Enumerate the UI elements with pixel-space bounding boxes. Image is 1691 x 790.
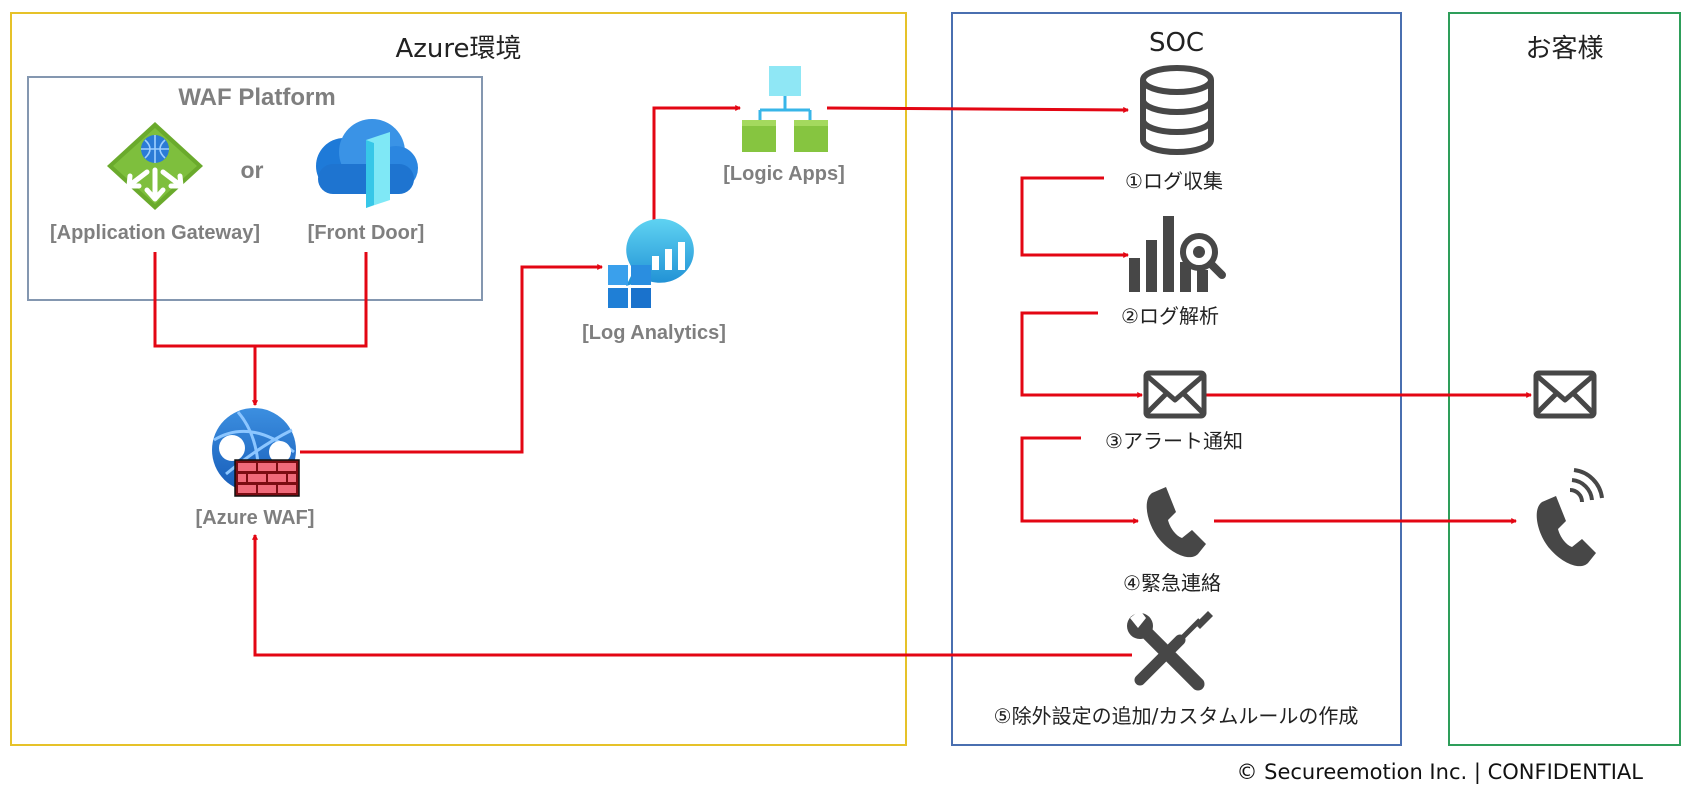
front-door-label: [Front Door] — [307, 222, 425, 244]
arrow-exclusion-to-waf — [255, 535, 1132, 657]
front-door-icon — [316, 119, 418, 208]
application-gateway-label: [Application Gateway] — [49, 222, 261, 244]
logic-apps-icon — [742, 66, 828, 152]
database-icon — [1140, 65, 1214, 155]
arrow-collect-to-analyze — [1020, 176, 1128, 255]
step-exclusion-label: ⑤除外設定の追加/カスタムルールの作成 — [993, 704, 1359, 728]
phone-icon — [1146, 487, 1206, 558]
arrow-analyze-to-alert — [1020, 311, 1142, 395]
step-emergency-label: ④緊急連絡 — [1123, 571, 1221, 595]
arrow-logic-apps-to-database — [826, 106, 1128, 110]
customer-title: お客様 — [1525, 34, 1604, 64]
waf-platform-region: WAF Platform — [27, 76, 483, 301]
mail-icon — [1143, 370, 1207, 419]
customer-phone-icon — [1536, 468, 1604, 567]
footer-confidential: © Secureemotion Inc. | CONFIDENTIAL — [1236, 760, 1643, 784]
logic-apps-label: [Logic Apps] — [723, 163, 845, 185]
customer-mail-icon — [1533, 370, 1597, 419]
arrow-alert-to-emergency — [1020, 436, 1138, 521]
log-analytics-label: [Log Analytics] — [582, 322, 726, 344]
azure-environment-title: Azure環境 — [395, 34, 522, 64]
arrow-app-gateway-to-waf — [153, 252, 255, 348]
step-collect-label: ①ログ収集 — [1125, 169, 1223, 193]
azure-waf-label: [Azure WAF] — [195, 507, 315, 529]
step-alert-label: ③アラート通知 — [1105, 429, 1243, 453]
arrow-waf-to-log-analytics — [300, 267, 602, 454]
arrow-log-analytics-to-logic-apps — [652, 108, 740, 222]
analytics-chart-icon — [1129, 216, 1226, 292]
customer-region: お客様 — [1448, 12, 1681, 746]
platform-or-text: or — [240, 157, 264, 183]
arrow-front-door-to-waf — [255, 252, 368, 405]
step-analyze-label: ②ログ解析 — [1121, 304, 1219, 328]
tools-icon — [1127, 610, 1213, 691]
azure-environment-region: Azure環境 — [10, 12, 907, 746]
azure-waf-icon — [212, 408, 300, 497]
soc-title: SOC — [1148, 28, 1205, 58]
log-analytics-icon — [608, 218, 694, 308]
application-gateway-icon — [107, 122, 203, 210]
waf-platform-title: WAF Platform — [178, 84, 336, 111]
soc-region: SOC — [951, 12, 1402, 746]
